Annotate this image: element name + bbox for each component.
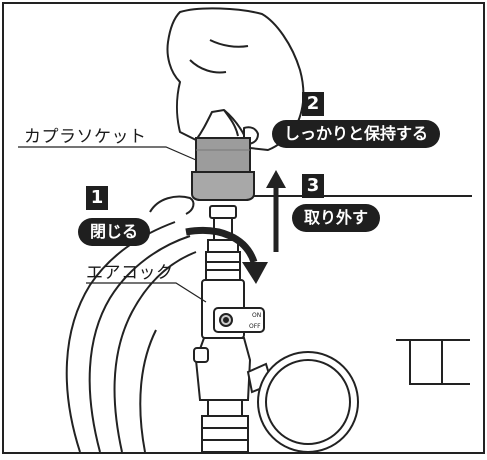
tank-outline <box>396 339 470 385</box>
step-3-text: 取り外す <box>292 204 381 232</box>
coupler-socket-label: カプラソケット <box>24 127 147 147</box>
air-cock-valve <box>201 279 265 339</box>
tee-fitting <box>193 337 274 453</box>
step-1-text: 閉じる <box>78 218 151 246</box>
coupler-socket-leader <box>18 146 197 161</box>
pressure-gauge <box>257 351 359 453</box>
close-arrow <box>185 227 268 284</box>
step-1-number: 1 <box>86 186 108 210</box>
valve-on-label: ON <box>252 312 261 319</box>
coupler-plug <box>205 205 241 281</box>
hand-illustration <box>166 7 305 151</box>
hand-touch-line <box>149 195 195 215</box>
hose-coils <box>65 221 197 453</box>
valve-off-label: OFF <box>249 323 261 330</box>
step-2-number: 2 <box>302 92 324 116</box>
step-2-text: しっかりと保持する <box>272 120 441 148</box>
air-cock-label: エアコック <box>86 263 174 283</box>
coupler-socket <box>191 137 255 201</box>
step-3-number: 3 <box>302 174 324 198</box>
remove-arrow <box>266 170 286 252</box>
air-cock-leader <box>86 282 207 303</box>
